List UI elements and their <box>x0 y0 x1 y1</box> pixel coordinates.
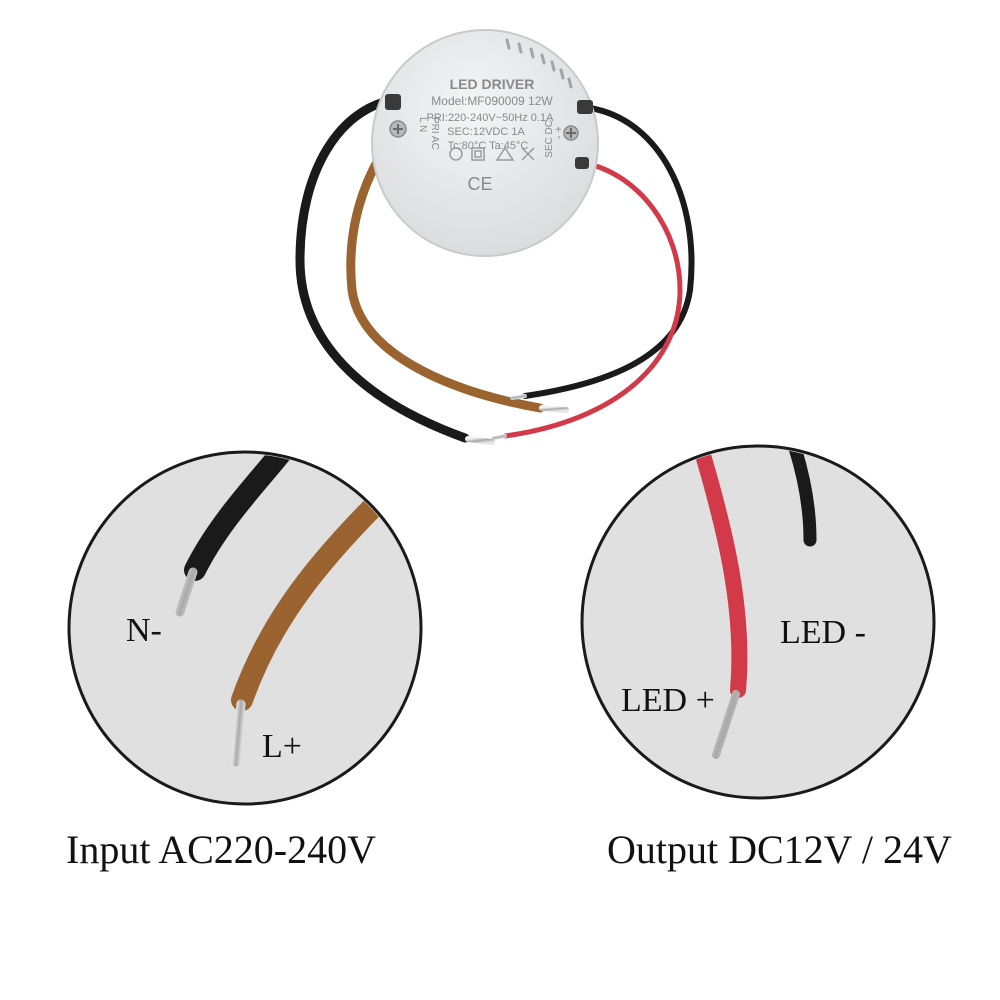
black-output-wire <box>522 105 695 399</box>
neutral-label: N- <box>126 612 162 649</box>
ce-mark-icon: CE <box>467 174 492 194</box>
output-caption: Output DC12V / 24V <box>607 827 952 872</box>
neutral-wire <box>184 454 296 581</box>
black-input-tip <box>465 436 495 445</box>
driver-model: Model:MF090009 12W <box>431 94 553 108</box>
right-terminal-text: SEC DC <box>544 120 555 158</box>
safety-symbol-icon <box>449 146 535 161</box>
neutral-wire-tip <box>175 567 198 617</box>
screw-icon <box>389 120 407 138</box>
output-zoom-circle <box>580 444 936 800</box>
red-output-tip <box>492 434 507 440</box>
live-wire-tip <box>231 699 246 767</box>
positive-wire <box>695 448 748 698</box>
led-negative-label: LED - <box>780 614 866 651</box>
black-output-tip <box>510 394 527 400</box>
live-wire <box>231 489 391 711</box>
brown-input-tip <box>539 405 569 413</box>
led-driver: LED DRIVER Model:MF090009 12W PRI:220-24… <box>371 29 599 257</box>
live-label: L+ <box>262 728 302 765</box>
input-zoom-circle <box>67 450 423 806</box>
negative-wire <box>788 448 817 547</box>
driver-primary: PRI:220-240V~50Hz 0.1A <box>427 112 555 124</box>
positive-wire-tip <box>712 690 740 759</box>
led-positive-label: LED + <box>621 682 715 719</box>
driver-title: LED DRIVER <box>450 76 535 92</box>
left-terminal-letters: L N <box>417 117 428 132</box>
black-input-wire <box>295 95 470 443</box>
screw-icon <box>563 125 579 141</box>
left-terminal-text: PRI AC <box>429 117 440 150</box>
driver-temps: Tc:80°C Ta:45°C <box>448 140 529 152</box>
red-output-wire <box>502 160 683 439</box>
input-caption: Input AC220-240V <box>66 827 376 872</box>
right-terminal-signs: - + <box>553 126 565 139</box>
vent-slots <box>505 38 573 89</box>
driver-secondary: SEC:12VDC 1A <box>447 126 525 138</box>
